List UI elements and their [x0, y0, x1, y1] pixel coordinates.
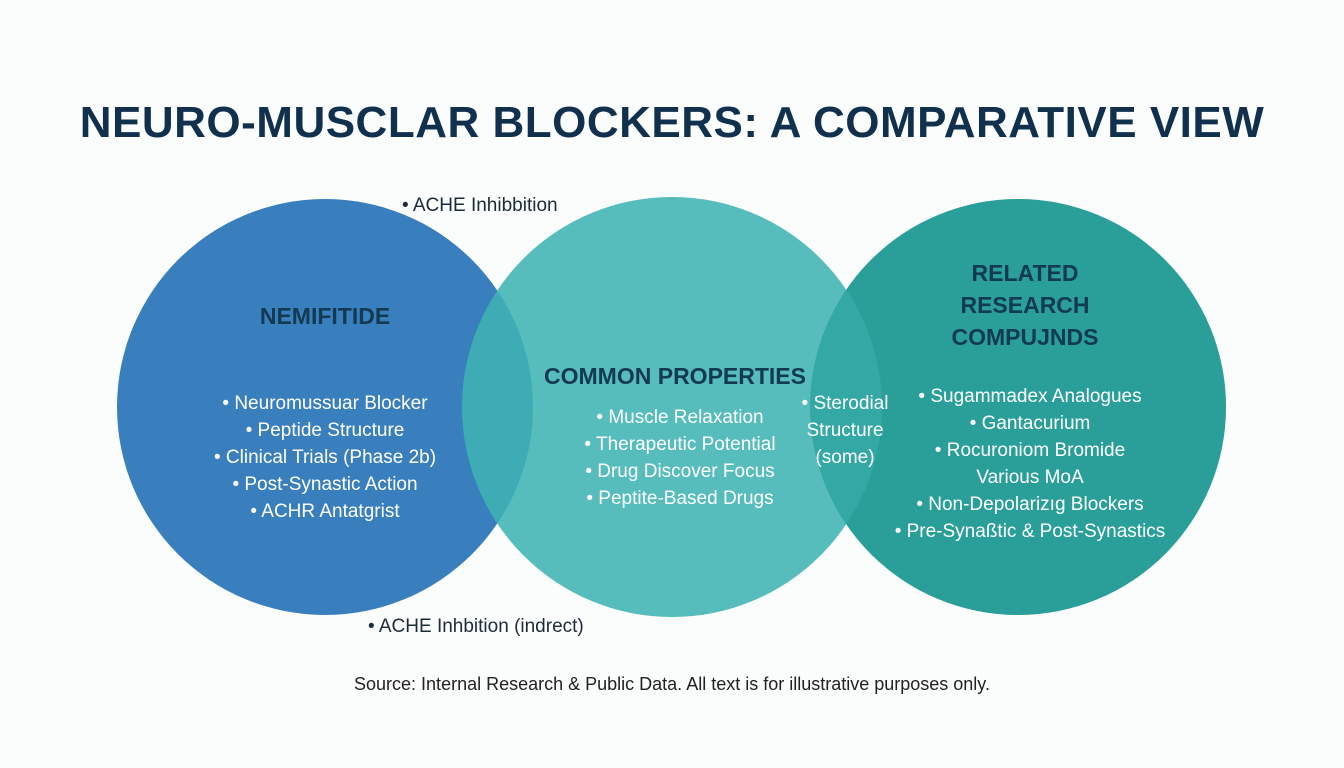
list-item: • Non-Depolarizıg Blockers — [916, 494, 1144, 515]
list-item: • Muscle Relaxation — [596, 407, 764, 428]
heading-line: RELATED — [971, 260, 1079, 286]
list-item: • Post-Synastic Action — [232, 474, 418, 495]
annotation-top: • ACHE Inhibbition — [402, 195, 558, 216]
list-item: • Rocuroniom Bromide — [934, 440, 1126, 461]
list-item: • Neuromussuar Blocker — [222, 393, 428, 414]
list-item: • Sterodial — [801, 393, 889, 414]
list-item: • Drug Discover Focus — [585, 461, 775, 482]
list-item: • Clinical Trials (Phase 2b) — [213, 447, 437, 468]
overlap-right-items: • Sterodial Structure (some) — [790, 390, 900, 471]
heading-line: RESEARCH — [960, 292, 1090, 318]
left-items: • Neuromussuar Blocker • Peptide Structu… — [175, 390, 475, 525]
list-item: • Gantacurium — [969, 413, 1091, 434]
right-heading: RELATED RESEARCH COMPUJNDS — [875, 257, 1175, 353]
list-item: • Pre-Synaßtic & Post-Synastics — [894, 521, 1166, 542]
list-item: (some) — [815, 447, 875, 468]
list-item: • Therapeutic Potential — [584, 434, 776, 455]
circle-common-properties — [462, 197, 882, 617]
list-item: Structure — [806, 420, 884, 441]
annotation-bottom: • ACHE Inhbition (indrect) — [368, 616, 584, 637]
circle-nemifitide — [810, 199, 1226, 615]
left-heading: NEMIFITIDE — [259, 303, 391, 329]
page-title: NEURO-MUSCLAR BLOCKERS: A COMPARATIVE VI… — [79, 98, 1265, 147]
list-item: • Sugammadex Analogues — [918, 386, 1142, 407]
list-item: • ACHR Antatgrist — [250, 501, 400, 522]
list-item: • Peptide Structure — [245, 420, 405, 441]
circle-nemifitide-left — [117, 199, 533, 615]
heading-line: COMPUJNDS — [951, 324, 1099, 350]
middle-heading: COMMON PROPERTIES — [544, 363, 806, 389]
middle-items: • Muscle Relaxation • Therapeutic Potent… — [520, 404, 840, 512]
right-items: • Sugammadex Analogues • Gantacurium • R… — [880, 383, 1180, 545]
circle-related-research — [810, 199, 1226, 615]
list-item: • Peptite-Based Drugs — [586, 488, 774, 509]
list-item: Various MoA — [976, 467, 1084, 488]
source-note: Source: Internal Research & Public Data.… — [354, 674, 990, 694]
